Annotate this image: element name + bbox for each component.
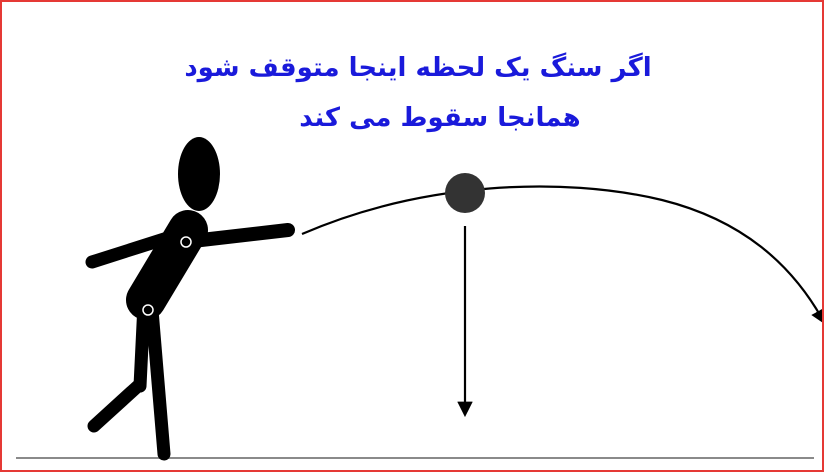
figure-back-thigh — [140, 304, 144, 386]
stone-icon — [445, 173, 485, 213]
curved-arrow-icon — [302, 186, 824, 322]
figure-back-shin — [94, 386, 138, 426]
figure-front-leg — [152, 310, 164, 454]
stick-figure-icon — [92, 137, 288, 454]
figure-head — [178, 137, 220, 211]
